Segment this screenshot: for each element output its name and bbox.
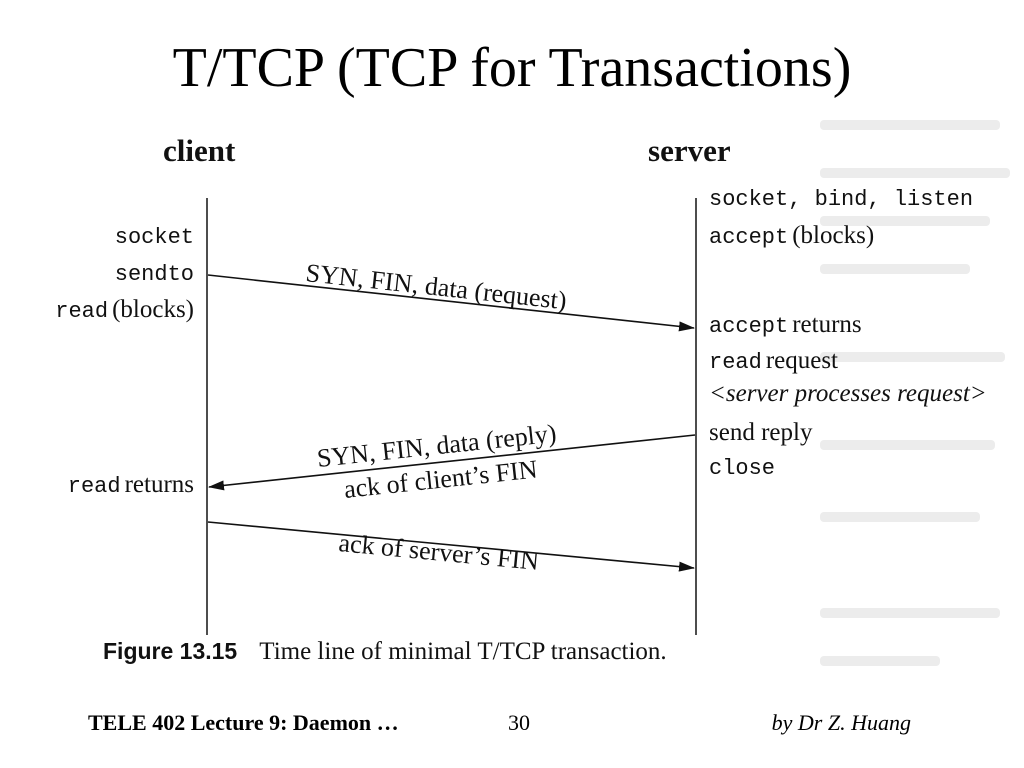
server-read-text: request: [765, 347, 839, 374]
server-processes-request: <server processes request>: [709, 380, 987, 407]
server-accept-note: (blocks): [792, 222, 875, 249]
ack-server-fin-label: ack of server’s FIN: [337, 528, 540, 576]
server-accept-returns: accept returns: [709, 311, 862, 339]
server-read-fn: read: [709, 350, 762, 375]
ack-server-fin-arrow: [207, 521, 695, 572]
client-read-returns-fn: read: [67, 474, 121, 499]
server-socket-bind-listen: socket, bind, listen: [709, 187, 974, 212]
server-read-request: read request: [709, 347, 838, 375]
request-label: SYN, FIN, data (request): [304, 258, 568, 315]
footer-author: by Dr Z. Huang: [771, 710, 911, 735]
server-send-reply: send reply: [709, 419, 813, 446]
server-accept-returns-fn: accept: [709, 314, 789, 339]
server-accept-fn: accept: [709, 225, 789, 250]
client-read-returns: read returns: [68, 471, 194, 499]
client-read-fn: read: [55, 299, 109, 324]
client-read-blocks: read (blocks): [55, 296, 194, 324]
slide-title: T/TCP (TCP for Transactions): [172, 37, 852, 99]
server-accept-returns-text: returns: [792, 311, 862, 338]
server-heading: server: [648, 133, 731, 168]
figure-caption-text: Time line of minimal T/TCP transaction.: [259, 638, 667, 665]
reply-arrow: [208, 434, 696, 491]
footer-page-number: 30: [508, 710, 530, 735]
client-read-note: (blocks): [112, 296, 194, 323]
figure-caption: Figure 13.15 Time line of minimal T/TCP …: [103, 638, 667, 666]
server-accept-blocks: accept (blocks): [709, 222, 874, 250]
client-heading: client: [163, 133, 236, 168]
server-close: close: [709, 456, 776, 481]
figure-number: Figure 13.15: [103, 638, 238, 664]
client-sendto: sendto: [114, 262, 194, 287]
client-socket: socket: [114, 225, 194, 250]
footer-course: TELE 402 Lecture 9: Daemon …: [88, 710, 399, 735]
client-read-returns-text: returns: [124, 471, 194, 498]
request-arrow: [207, 274, 695, 332]
